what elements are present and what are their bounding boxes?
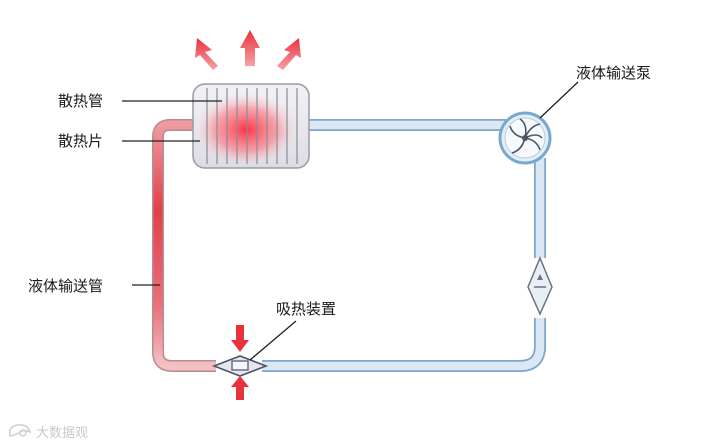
pump-impeller-icon	[498, 111, 552, 165]
heat-arrow-icon	[240, 30, 260, 66]
leader-lines	[122, 81, 579, 361]
flow-valve-icon	[527, 256, 553, 316]
heat-arrow-icon	[195, 38, 218, 70]
pump-label: 液体输送泵	[576, 64, 652, 82]
heat-arrow-icon	[231, 325, 249, 352]
transfer-pipe-bottom	[262, 318, 546, 372]
radiator-tube-label: 散热管	[58, 92, 104, 110]
radiator-fin-label: 散热片	[58, 132, 104, 150]
watermark-logo-icon	[8, 424, 32, 437]
heat-absorber	[211, 355, 269, 377]
absorber-label: 吸热装置	[276, 300, 337, 318]
pipe-label: 液体输送管	[28, 277, 104, 295]
heat-arrow-icon	[277, 38, 301, 70]
watermark: 大数据观	[6, 420, 106, 442]
heat-arrow-icon	[231, 376, 249, 400]
transfer-pipe-left	[152, 119, 216, 372]
watermark-text: 大数据观	[36, 426, 89, 441]
radiator	[192, 83, 310, 169]
